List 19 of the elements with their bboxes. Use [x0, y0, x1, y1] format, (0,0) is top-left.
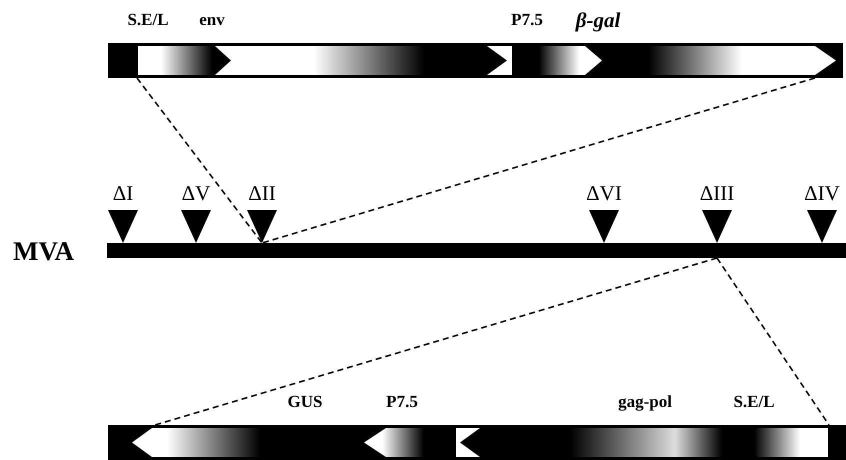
genome-label: MVA: [13, 236, 74, 266]
deletion-site-label: ΔI: [112, 182, 134, 204]
dashed-connector: [154, 257, 718, 426]
gene-label: β-gal: [576, 10, 620, 30]
gene-label: P7.5: [511, 10, 543, 30]
gene-label: S.E/L: [127, 10, 169, 30]
deletion-site-label: ΔII: [248, 182, 276, 204]
dashed-connector: [716, 258, 830, 426]
deletion-site-label: ΔIII: [700, 182, 734, 204]
deletion-site-label: ΔVI: [586, 182, 622, 204]
deletion-site-label: ΔV: [182, 182, 210, 204]
dashed-connector: [136, 78, 263, 244]
gene-label: S.E/L: [733, 392, 775, 412]
gene-label: env: [199, 10, 225, 30]
gene-label: P7.5: [386, 392, 418, 412]
deletion-site-label: ΔIV: [804, 182, 840, 204]
dashed-connector: [262, 77, 816, 244]
gene-label: gag-pol: [618, 392, 672, 412]
gene-label: GUS: [288, 392, 322, 412]
